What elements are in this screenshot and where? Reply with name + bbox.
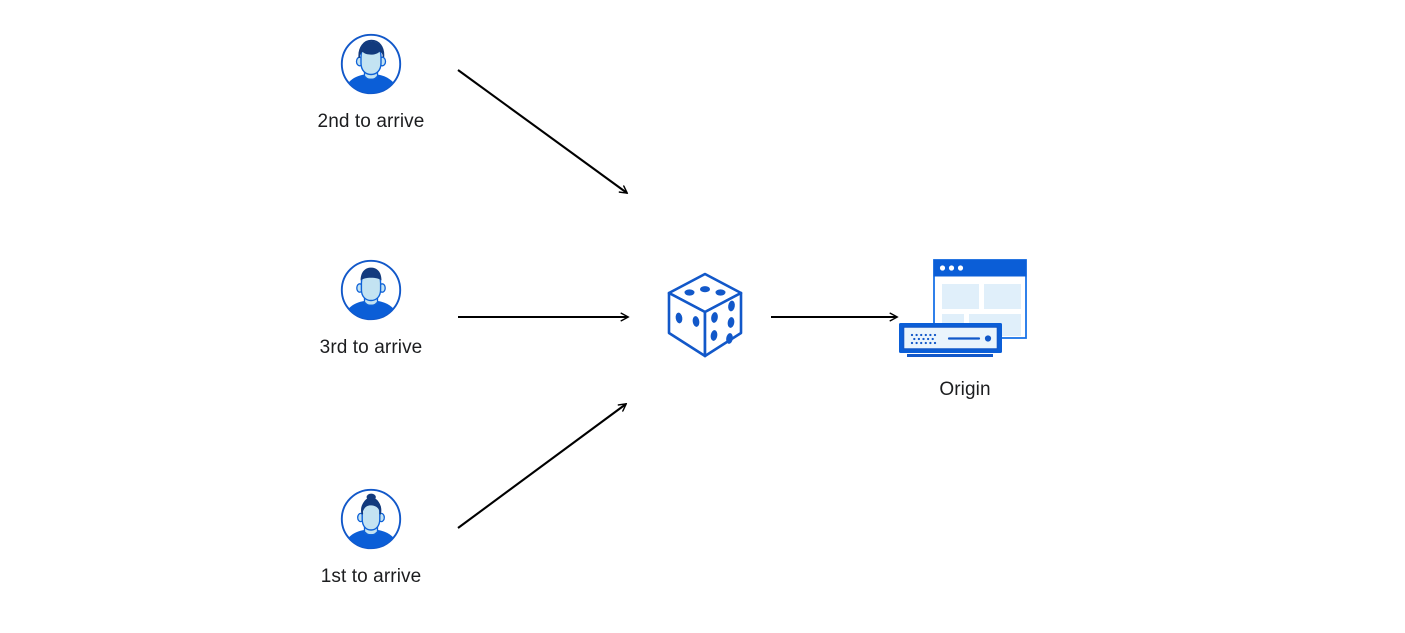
user-avatar-icon [340,488,402,550]
node-origin: Origin [895,255,1035,405]
user-avatar-icon [340,259,402,321]
node-label-user-3rd: 3rd to arrive [319,337,423,358]
node-randomizer [663,270,747,362]
node-user-3rd: 3rd to arrive [306,259,436,379]
node-user-1st: 1st to arrive [306,488,436,608]
origin-server-icon [895,255,1035,360]
arrow-1st-to-dice [457,404,626,529]
node-user-2nd: 2nd to arrive [306,33,436,153]
dice-icon [663,270,747,362]
node-label-user-2nd: 2nd to arrive [317,111,425,132]
arrow-2nd-to-dice [457,69,627,193]
node-label-origin: Origin [939,379,991,400]
user-avatar-icon [340,33,402,95]
server-device-icon [899,323,1002,357]
node-label-user-1st: 1st to arrive [320,566,422,587]
